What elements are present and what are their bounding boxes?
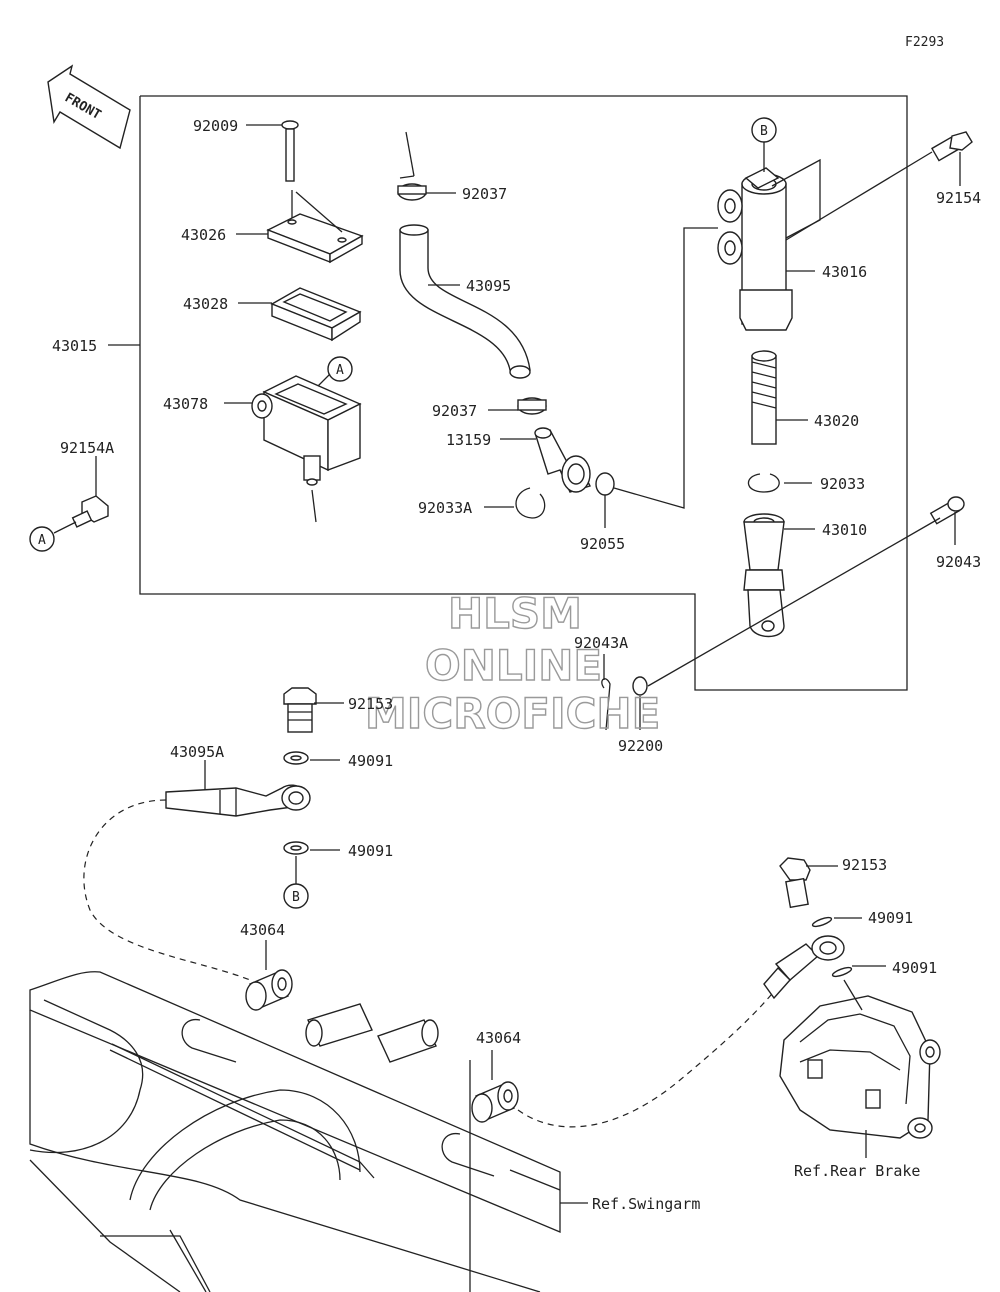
label-92055: 92055 [580, 535, 625, 553]
label-ref-rear-brake: Ref.Rear Brake [794, 1162, 920, 1180]
circlip-92033 [747, 473, 780, 493]
label-92154: 92154 [936, 189, 981, 207]
label-43015: 43015 [52, 337, 97, 355]
hose-clamp-lower [441, 1133, 495, 1177]
clamp-92037-mid [517, 397, 547, 415]
washer-92200 [632, 676, 648, 696]
ref-circle-a-left [29, 526, 55, 552]
grommet-43064-a [245, 969, 293, 1011]
clamp-92037-top [397, 131, 427, 201]
label-43095: 43095 [466, 277, 511, 295]
banjo-fitting-lower [763, 935, 845, 1000]
label-92043A: 92043A [574, 634, 628, 652]
banjo-bolt-92153-bottom [779, 857, 811, 909]
swingarm [29, 971, 561, 1292]
label-49091-b: 49091 [348, 842, 393, 860]
label-92043: 92043 [936, 553, 981, 571]
front-arrow-icon: FRONT [47, 64, 131, 150]
washer-49091-c [811, 916, 833, 928]
pin-92043 [929, 496, 965, 525]
reservoir-43078 [251, 375, 362, 523]
ref-a-top: A [336, 363, 344, 378]
screw-92009 [281, 120, 299, 182]
hose-43095A [165, 784, 311, 817]
label-ref-swingarm: Ref.Swingarm [592, 1195, 700, 1213]
hose-clamp-upper [181, 1019, 237, 1063]
hose-path-lower [517, 969, 791, 1128]
grommet-43064-b [471, 1081, 519, 1123]
label-92037-mid: 92037 [432, 402, 477, 420]
label-49091-a: 49091 [348, 752, 393, 770]
label-43016: 43016 [822, 263, 867, 281]
label-43010: 43010 [822, 521, 867, 539]
assembly-bracket [139, 95, 908, 691]
label-13159: 13159 [446, 431, 491, 449]
label-43064-b: 43064 [476, 1029, 521, 1047]
label-43020: 43020 [814, 412, 859, 430]
label-92033: 92033 [820, 475, 865, 493]
ref-a-left: A [38, 533, 46, 548]
label-43026: 43026 [181, 226, 226, 244]
label-49091-c: 49091 [868, 909, 913, 927]
bolt-92154A [71, 495, 109, 528]
watermark-line3: MICROFICHE [365, 689, 660, 738]
watermark-line2: ONLINE [425, 641, 602, 690]
push-rod-43010 [743, 513, 785, 638]
rear-brake-caliper [779, 995, 941, 1139]
hose-43095 [399, 224, 531, 379]
fitting-13159 [534, 427, 591, 493]
ref-b-top: B [760, 124, 768, 139]
label-92200: 92200 [618, 737, 663, 755]
label-43095A: 43095A [170, 743, 224, 761]
ref-circle-a-top [327, 356, 353, 382]
label-49091-d: 49091 [892, 959, 937, 977]
oring-92055 [595, 472, 615, 496]
label-43028: 43028 [183, 295, 228, 313]
diaphragm-43028 [270, 287, 362, 342]
piston-43020 [751, 350, 777, 445]
label-92153-bottom: 92153 [842, 856, 887, 874]
diagram-code: F2293 [905, 35, 944, 50]
watermark-line1: HLSM [448, 589, 582, 638]
cap-43026 [266, 190, 364, 264]
label-92153-top: 92153 [348, 695, 393, 713]
banjo-bolt-92153-top [283, 687, 317, 733]
label-92033A: 92033A [418, 499, 472, 517]
label-43064-a: 43064 [240, 921, 285, 939]
circlip-92033A [515, 487, 546, 519]
hose-protector [305, 1003, 439, 1063]
label-43078: 43078 [163, 395, 208, 413]
bolt-92154 [931, 131, 973, 162]
label-92009: 92009 [193, 117, 238, 135]
label-92154A: 92154A [60, 439, 114, 457]
master-cylinder-43016 [717, 167, 793, 331]
washer-49091-d [831, 966, 853, 978]
ref-b-bottom: B [292, 890, 300, 905]
hose-path-upper [83, 799, 251, 981]
label-92037-top: 92037 [462, 185, 507, 203]
